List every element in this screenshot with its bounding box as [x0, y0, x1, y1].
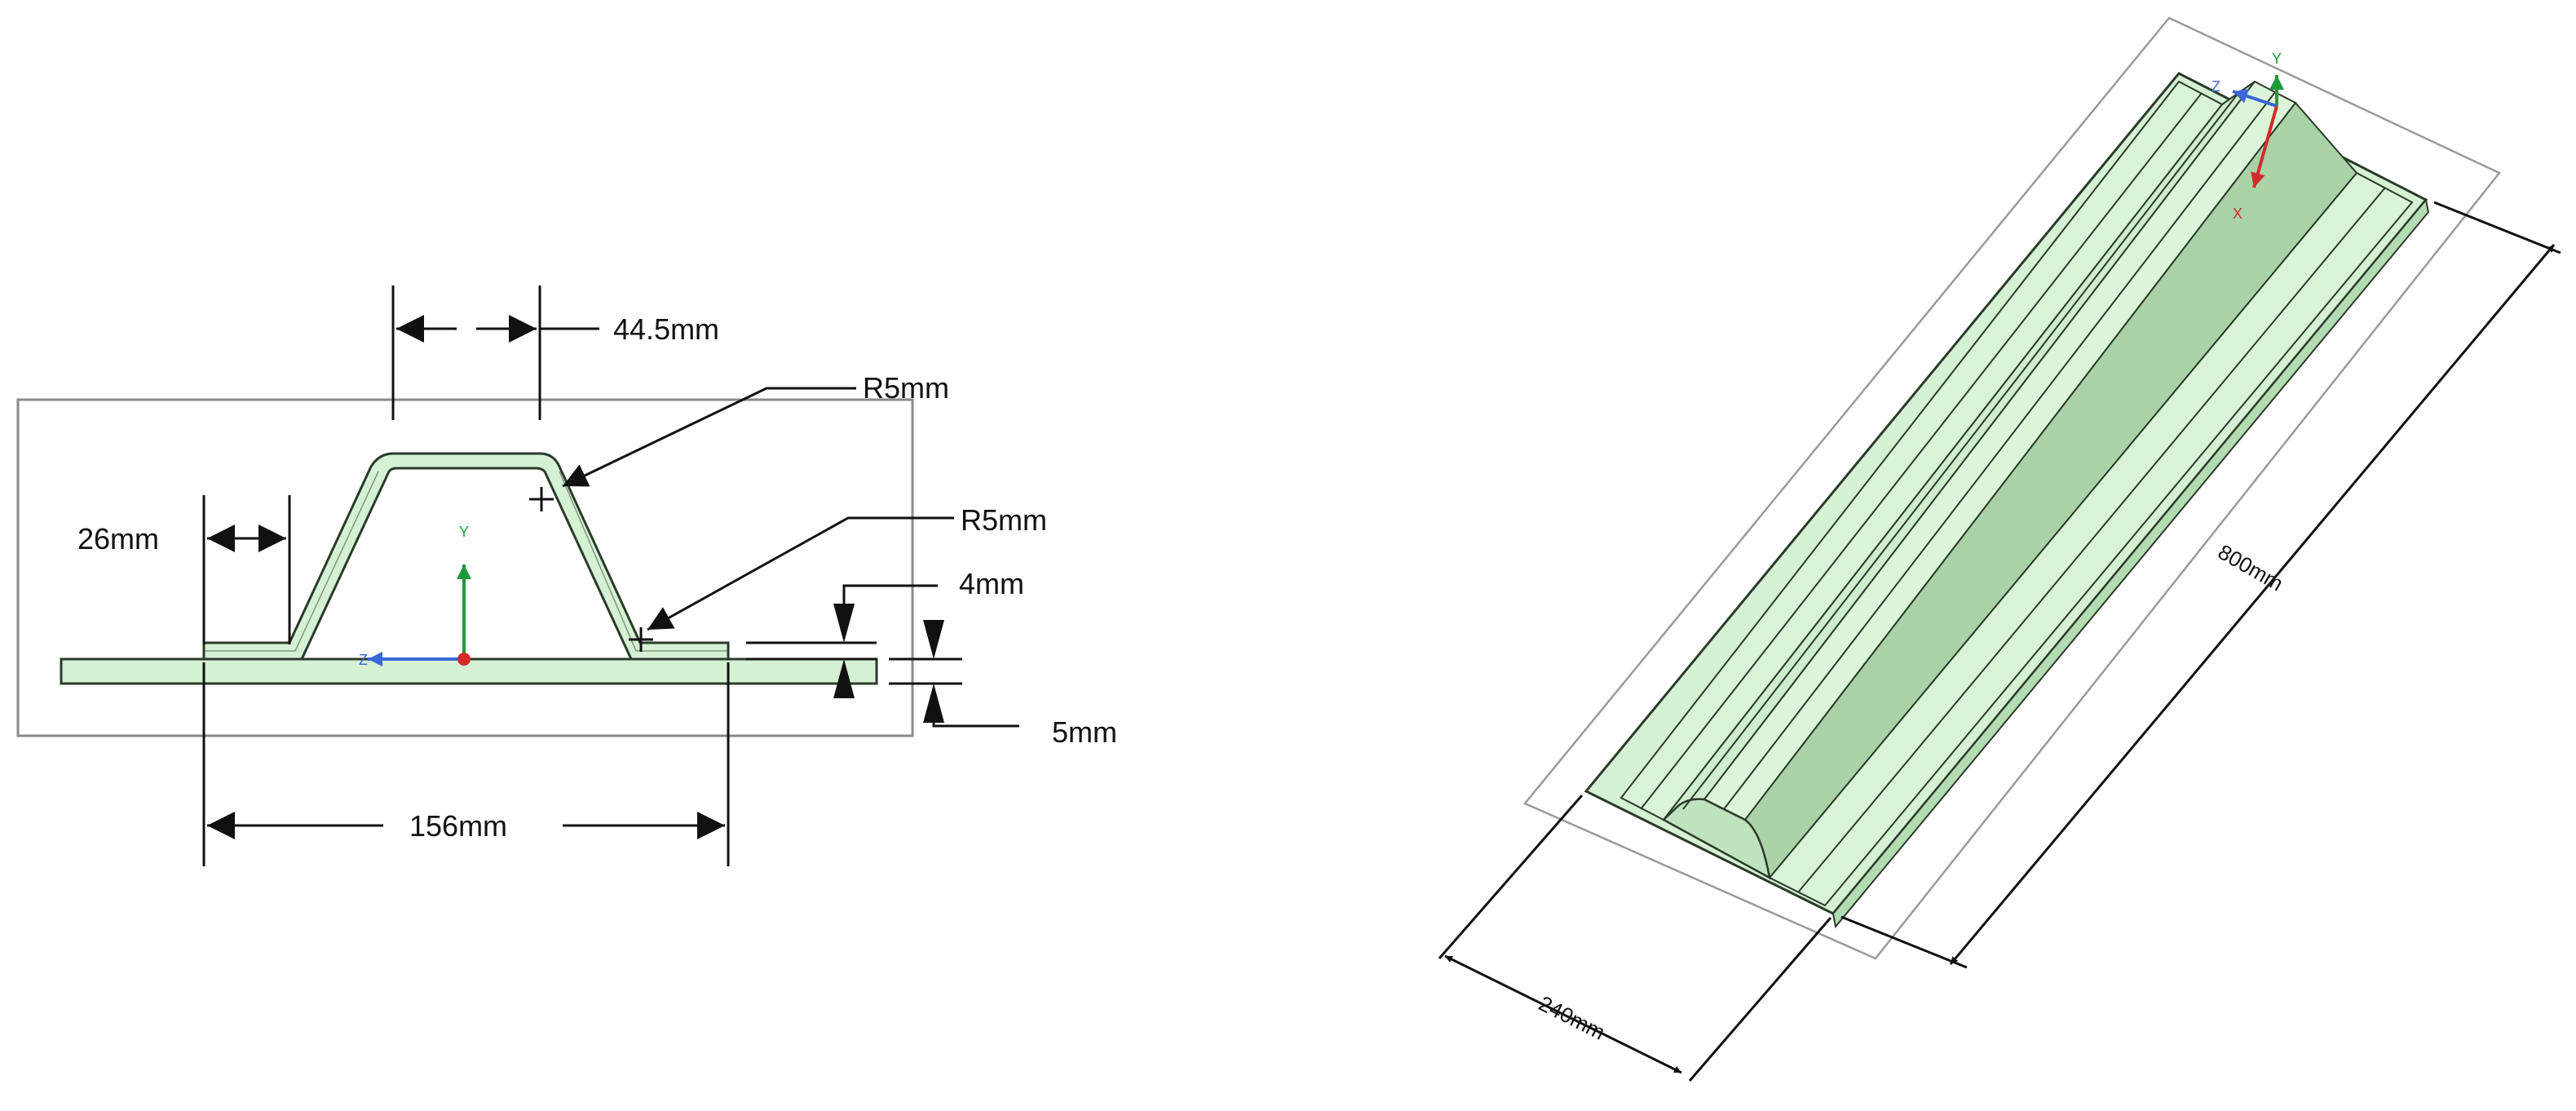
hat-thickness-label: 4mm	[959, 567, 1024, 600]
iso-axes-triad: Y Z X	[2211, 51, 2284, 222]
hat-inner-line	[204, 471, 728, 652]
upper-radius-center-mark	[529, 487, 554, 511]
plate-thickness-dimension	[889, 657, 1019, 728]
width-dimension	[1438, 795, 1832, 1082]
axis-y-label: Y	[459, 524, 469, 540]
top-width-label: 44.5mm	[613, 312, 719, 346]
section-frame	[16, 398, 914, 737]
iso-hat-end-cap	[1661, 798, 1771, 880]
lower-radius-leader	[647, 516, 954, 631]
cross-section-view: Y Z 44.5mm 26mm R5mm R5mm	[16, 285, 1117, 866]
iso-frame	[1522, 16, 2501, 960]
width-label: 240mm	[1535, 991, 1609, 1045]
length-label: 800mm	[2214, 539, 2287, 595]
section-axes-triad: Y Z	[359, 524, 471, 668]
iso-axis-x-label: X	[2233, 206, 2242, 222]
hat-thickness-arrows	[833, 604, 855, 698]
hat-thickness-dimension	[746, 584, 938, 661]
flange-width-dimension	[202, 495, 291, 644]
top-width-dimension	[391, 285, 599, 420]
plate-thickness-arrows	[923, 620, 944, 723]
base-width-label: 156mm	[409, 809, 507, 843]
flange-width-label: 26mm	[77, 522, 159, 556]
axis-z-label: Z	[359, 652, 368, 668]
plate-thickness-label: 5mm	[1052, 715, 1117, 749]
upper-radius-label: R5mm	[863, 371, 949, 405]
isometric-view: Y Z X 800mm 240mm	[1438, 16, 2561, 1082]
origin-dot	[457, 653, 471, 666]
upper-radius-leader	[562, 387, 856, 488]
iso-axis-y-label: Y	[2272, 51, 2282, 67]
iso-axis-z-label: Z	[2211, 78, 2220, 95]
lower-radius-label: R5mm	[961, 503, 1047, 537]
base-width-dimension	[202, 662, 730, 866]
lower-radius-center-mark	[629, 627, 653, 652]
hat-profile	[202, 452, 730, 661]
length-dimension	[1840, 201, 2561, 969]
